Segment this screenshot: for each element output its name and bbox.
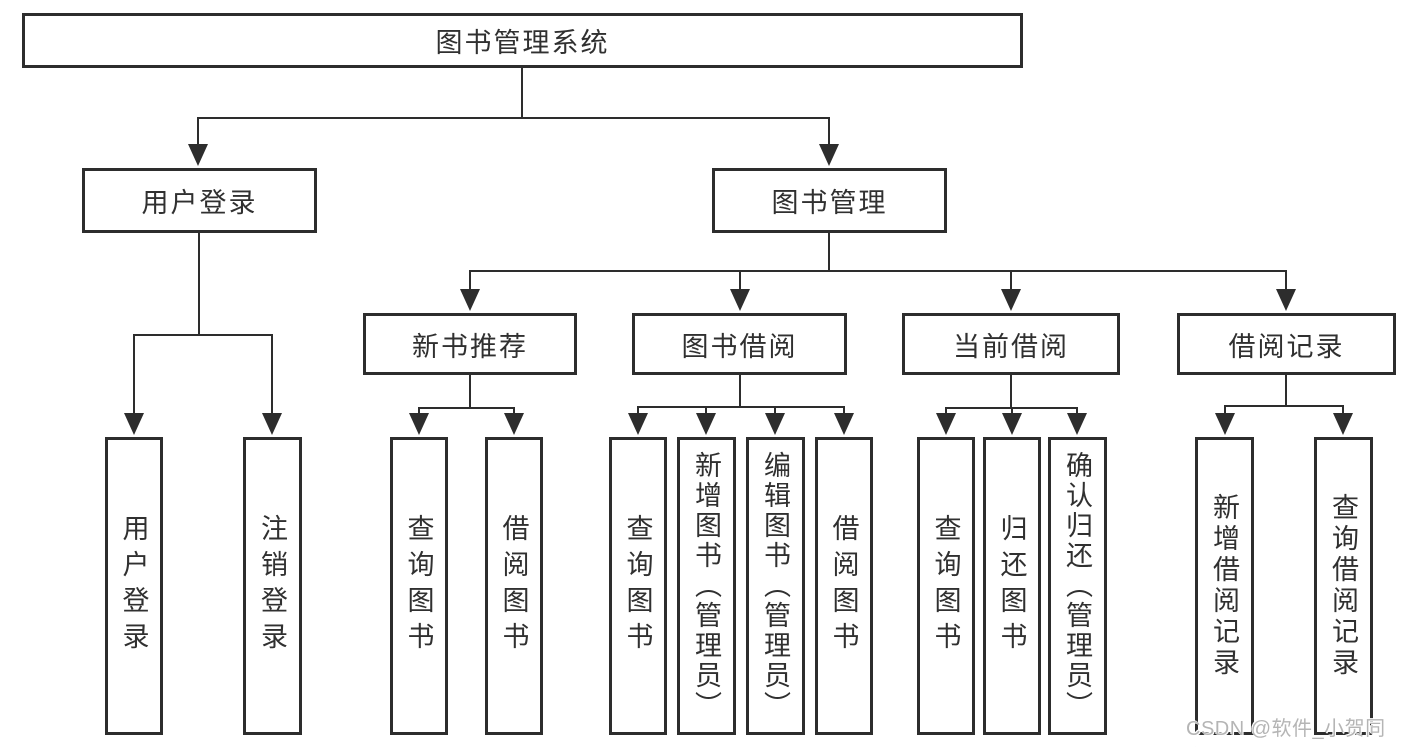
arrow-down-icon bbox=[409, 413, 429, 435]
connector-line bbox=[469, 375, 471, 409]
arrow-down-icon bbox=[765, 413, 785, 435]
node-borrow-records: 借阅记录 bbox=[1177, 313, 1396, 375]
leaf-borrow-books-recommend: 借阅图书 bbox=[485, 437, 543, 735]
node-user-login: 用户登录 bbox=[82, 168, 317, 233]
connector-line bbox=[469, 270, 1287, 272]
arrow-down-icon bbox=[188, 144, 208, 166]
connector-line bbox=[198, 233, 200, 336]
arrow-down-icon bbox=[262, 413, 282, 435]
leaf-logout: 注销登录 bbox=[243, 437, 302, 735]
arrow-down-icon bbox=[1001, 289, 1021, 311]
leaf-return-books: 归还图书 bbox=[983, 437, 1041, 735]
connector-line bbox=[133, 334, 273, 336]
connector-line bbox=[1224, 405, 1344, 407]
arrow-down-icon bbox=[730, 289, 750, 311]
arrow-down-icon bbox=[936, 413, 956, 435]
connector-line bbox=[1224, 406, 1226, 419]
connector-line bbox=[521, 68, 523, 118]
connector-line bbox=[469, 271, 471, 295]
watermark: CSDN @软件_小贺同学 bbox=[1186, 718, 1386, 740]
connector-line bbox=[1342, 406, 1344, 419]
connector-line bbox=[197, 118, 199, 150]
connector-line bbox=[739, 271, 741, 295]
leaf-confirm-return-admin: 确认归还（管理员） bbox=[1048, 437, 1107, 735]
connector-line bbox=[739, 375, 741, 408]
arrow-down-icon bbox=[1067, 413, 1087, 435]
connector-line bbox=[271, 335, 273, 419]
connector-line bbox=[1010, 375, 1012, 409]
node-root: 图书管理系统 bbox=[22, 13, 1023, 68]
leaf-query-borrow-record: 查询借阅记录 bbox=[1314, 437, 1373, 735]
arrow-down-icon bbox=[1276, 289, 1296, 311]
connector-line bbox=[828, 233, 830, 272]
arrow-down-icon bbox=[819, 144, 839, 166]
arrow-down-icon bbox=[696, 413, 716, 435]
connector-line bbox=[637, 406, 845, 408]
arrow-down-icon bbox=[1333, 413, 1353, 435]
connector-line bbox=[828, 118, 830, 150]
arrow-down-icon bbox=[1002, 413, 1022, 435]
arrow-down-icon bbox=[124, 413, 144, 435]
arrow-down-icon bbox=[1215, 413, 1235, 435]
node-book-management: 图书管理 bbox=[712, 168, 947, 233]
leaf-query-books-recommend: 查询图书 bbox=[390, 437, 448, 735]
arrow-down-icon bbox=[628, 413, 648, 435]
connector-line bbox=[197, 117, 830, 119]
leaf-add-borrow-record: 新增借阅记录 bbox=[1195, 437, 1254, 735]
leaf-edit-books-admin: 编辑图书（管理员） bbox=[746, 437, 805, 735]
node-book-borrow: 图书借阅 bbox=[632, 313, 847, 375]
connector-line bbox=[133, 335, 135, 419]
leaf-user-login: 用户登录 bbox=[105, 437, 163, 735]
arrow-down-icon bbox=[834, 413, 854, 435]
arrow-down-icon bbox=[460, 289, 480, 311]
arrow-down-icon bbox=[504, 413, 524, 435]
node-current-borrow: 当前借阅 bbox=[902, 313, 1120, 375]
leaf-add-books-admin: 新增图书（管理员） bbox=[677, 437, 736, 735]
leaf-query-books-borrow: 查询图书 bbox=[609, 437, 667, 735]
leaf-query-books-current: 查询图书 bbox=[917, 437, 975, 735]
connector-line bbox=[1285, 375, 1287, 407]
connector-line bbox=[418, 407, 515, 409]
leaf-borrow-books: 借阅图书 bbox=[815, 437, 873, 735]
node-new-book-recommend: 新书推荐 bbox=[363, 313, 577, 375]
connector-line bbox=[1285, 271, 1287, 295]
connector-line bbox=[1010, 271, 1012, 295]
